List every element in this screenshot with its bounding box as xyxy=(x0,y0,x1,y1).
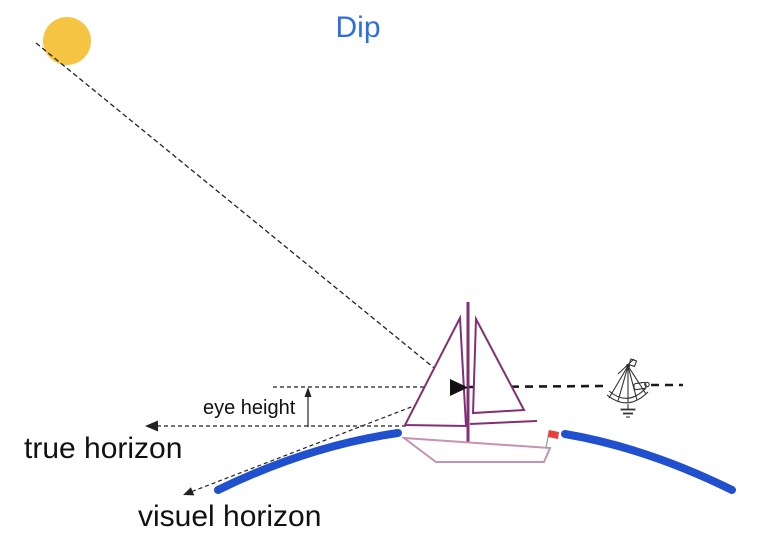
sailboat-illustration xyxy=(400,302,559,463)
visual-horizon-label: visuel horizon xyxy=(138,500,322,533)
earth-curve-right xyxy=(561,430,736,494)
boat-hull xyxy=(400,436,552,463)
boat-boom xyxy=(469,420,538,425)
observer-eye-marker xyxy=(450,379,468,396)
diagram-title: Dip xyxy=(335,11,381,44)
sun-icon xyxy=(43,17,91,65)
sextant-icon xyxy=(606,358,650,418)
visual-horizon-arrowhead-icon xyxy=(183,487,195,496)
eye-height-arrow xyxy=(304,387,312,427)
sun-ray-line xyxy=(35,42,456,386)
boat-flag-icon xyxy=(548,430,559,439)
earth-curve-left xyxy=(214,429,402,494)
eye-level-line-right xyxy=(468,384,605,389)
eye-height-arrowhead-icon xyxy=(304,387,312,397)
boat-jib-sail xyxy=(403,314,468,428)
eye-height-label: eye height xyxy=(203,397,296,419)
true-horizon-label: true horizon xyxy=(24,432,183,465)
true-horizon-arrowhead-icon xyxy=(145,420,158,432)
boat-main-sail xyxy=(471,315,526,415)
